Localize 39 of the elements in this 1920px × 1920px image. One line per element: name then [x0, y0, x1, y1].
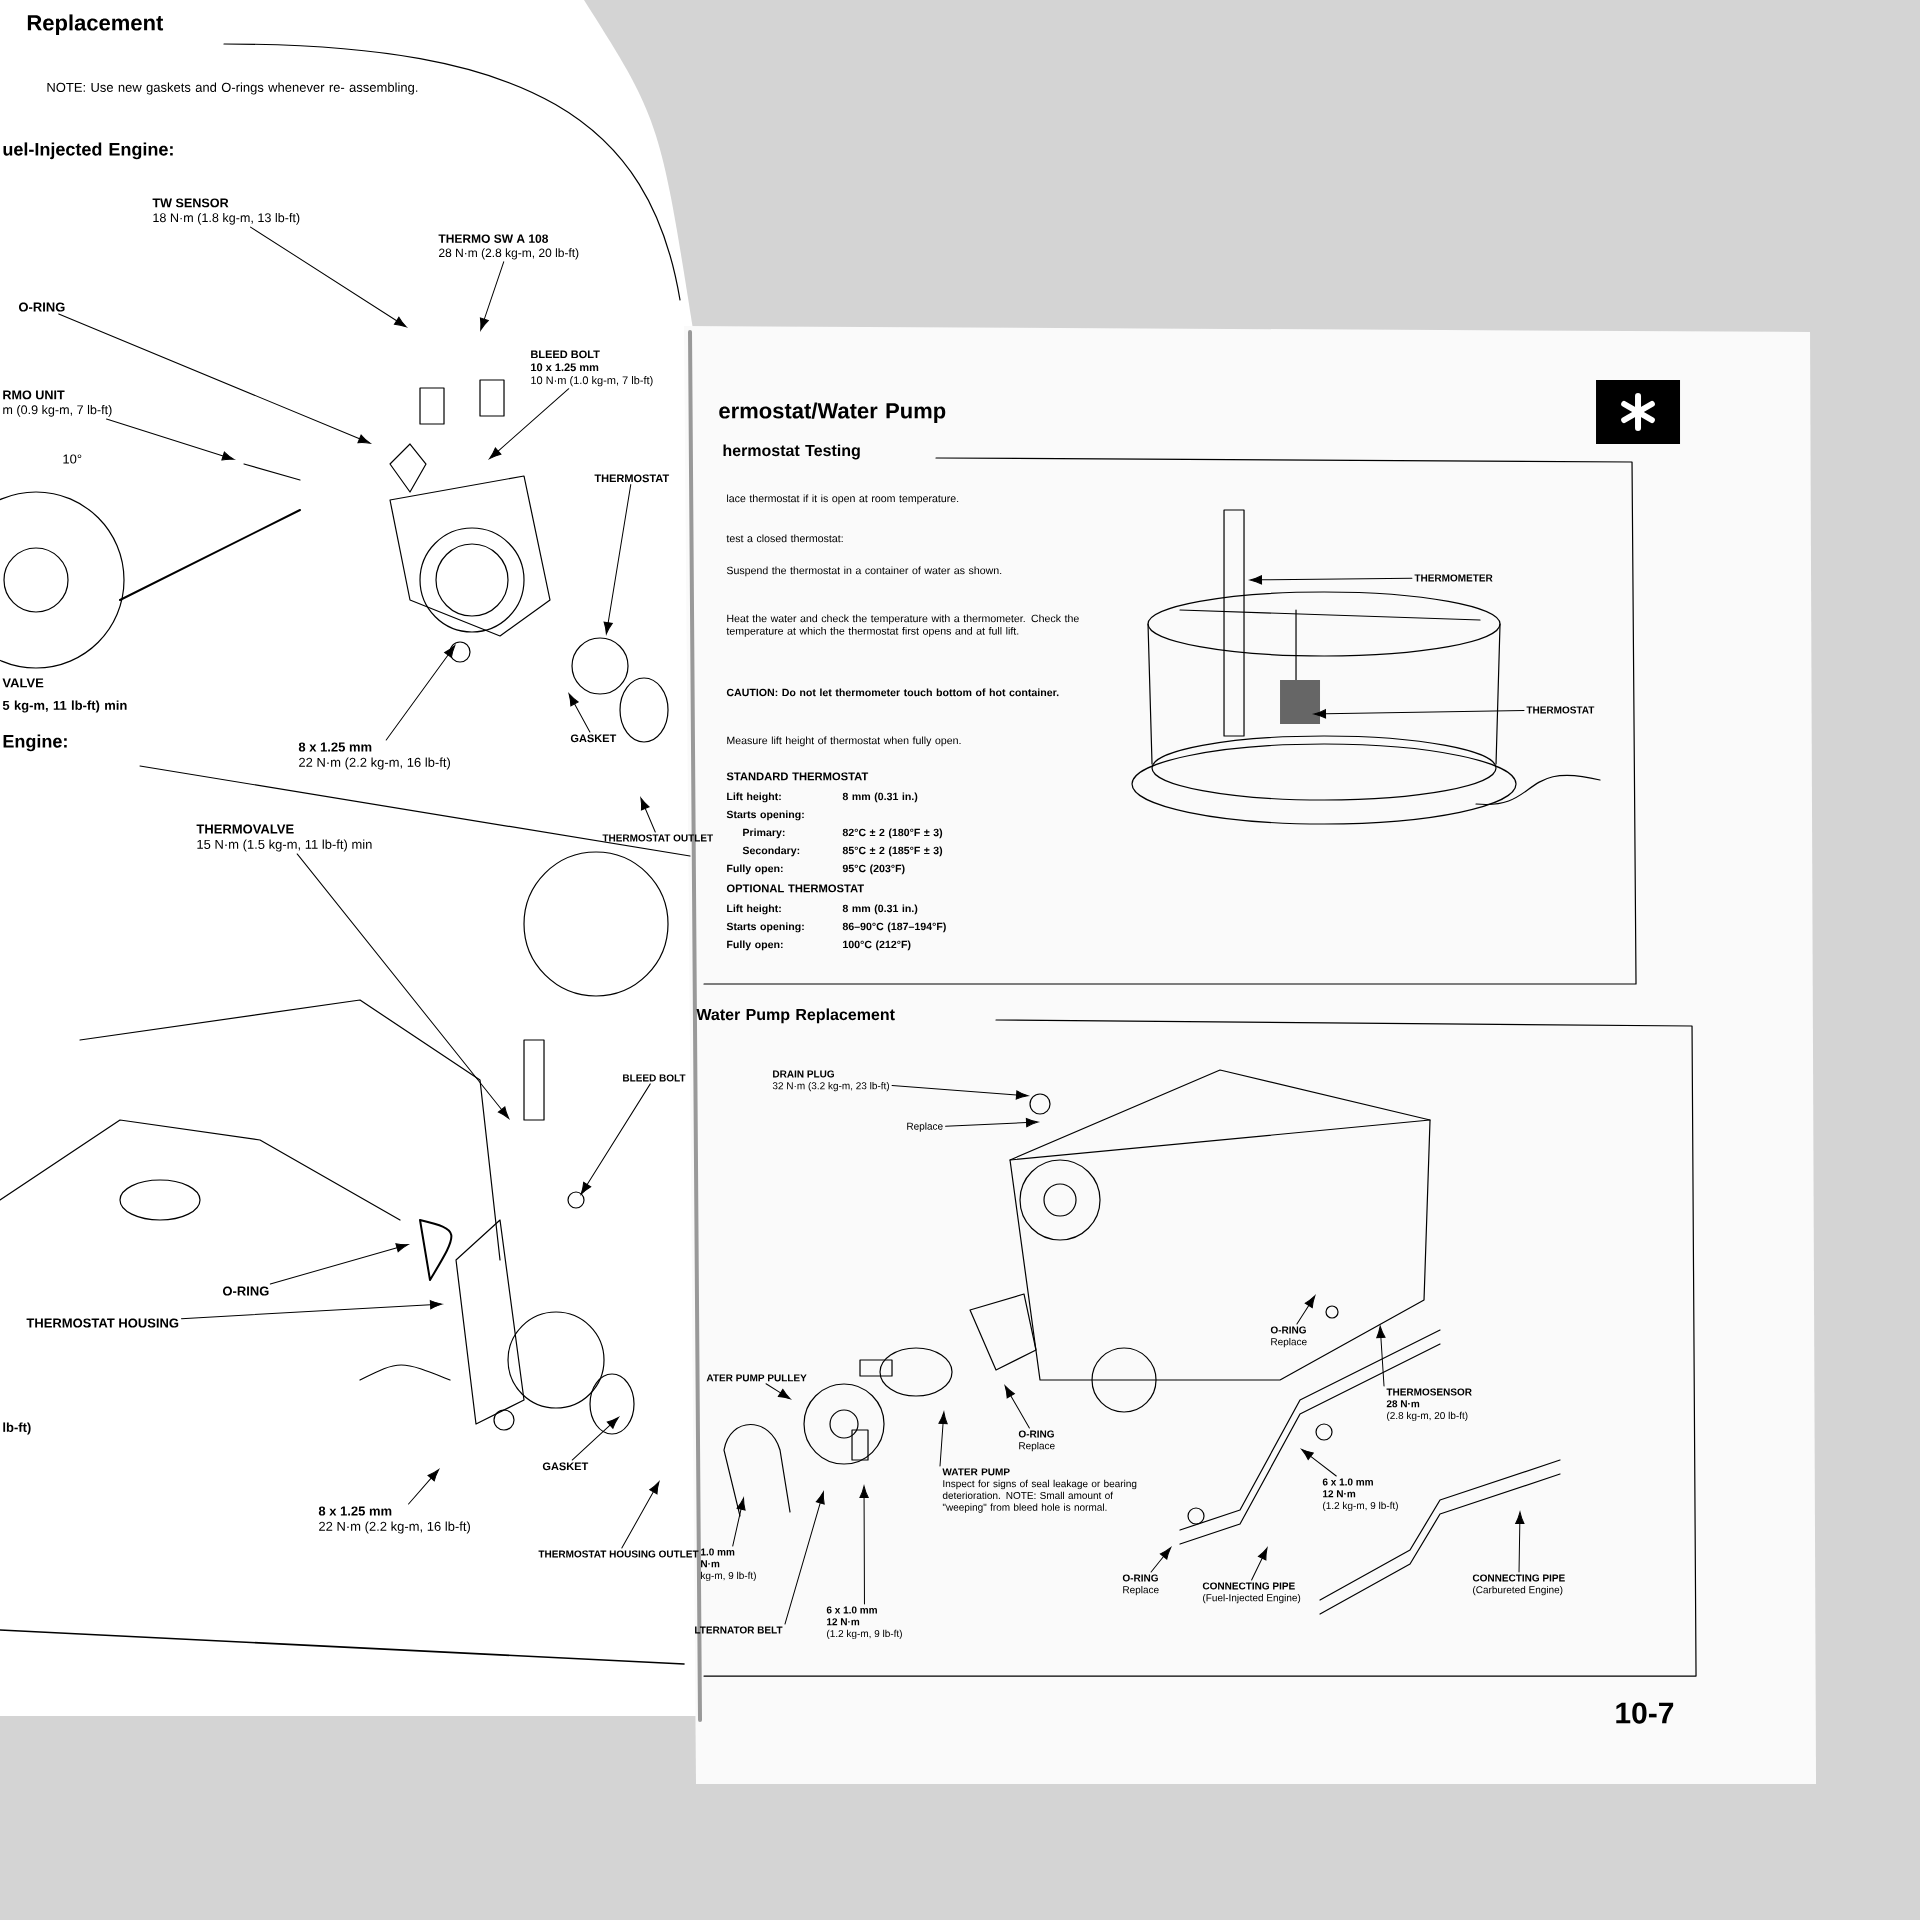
section-heading: hermostat Testing	[723, 444, 860, 460]
leader-line	[568, 693, 591, 733]
leader-line	[945, 1117, 1039, 1128]
leader-line	[1313, 709, 1525, 719]
page-number: 10-7	[1616, 1702, 1674, 1724]
leader-line	[621, 1481, 660, 1549]
leader-line	[1301, 1448, 1337, 1477]
leader-line	[1515, 1511, 1525, 1573]
subsection-heading: Engine:	[3, 734, 67, 752]
leader-line	[603, 484, 632, 635]
leader-line	[58, 313, 371, 444]
section-heading: Water Pump Replacement	[696, 1008, 895, 1024]
leader-line	[784, 1491, 825, 1625]
section-heading: Replacement	[27, 14, 164, 35]
leader-line	[640, 797, 656, 833]
leader-line	[1251, 1547, 1268, 1581]
leader-line	[1150, 1547, 1172, 1573]
leader-line	[765, 1383, 791, 1400]
page-heading: ermostat/Water Pump	[719, 402, 946, 423]
leader-line	[571, 1417, 619, 1461]
leader-line	[106, 418, 235, 461]
leader-line	[938, 1411, 948, 1467]
leader-line	[1296, 1295, 1316, 1325]
leader-line	[891, 1085, 1029, 1100]
leader-line	[269, 1243, 409, 1285]
leader-line	[250, 226, 407, 328]
leader-line	[580, 1083, 651, 1195]
leader-line	[1376, 1325, 1386, 1387]
leader-line	[180, 1300, 443, 1320]
leader-line	[408, 1469, 440, 1505]
leader-line	[1249, 575, 1413, 585]
leader-line	[489, 388, 570, 460]
leader-line	[859, 1485, 869, 1605]
leader-line	[479, 261, 505, 331]
subsection-heading: uel-Injected Engine:	[3, 142, 173, 160]
leader-line	[385, 645, 456, 741]
leader-line	[732, 1497, 746, 1547]
leader-line	[1004, 1385, 1030, 1429]
leader-line	[296, 853, 510, 1119]
